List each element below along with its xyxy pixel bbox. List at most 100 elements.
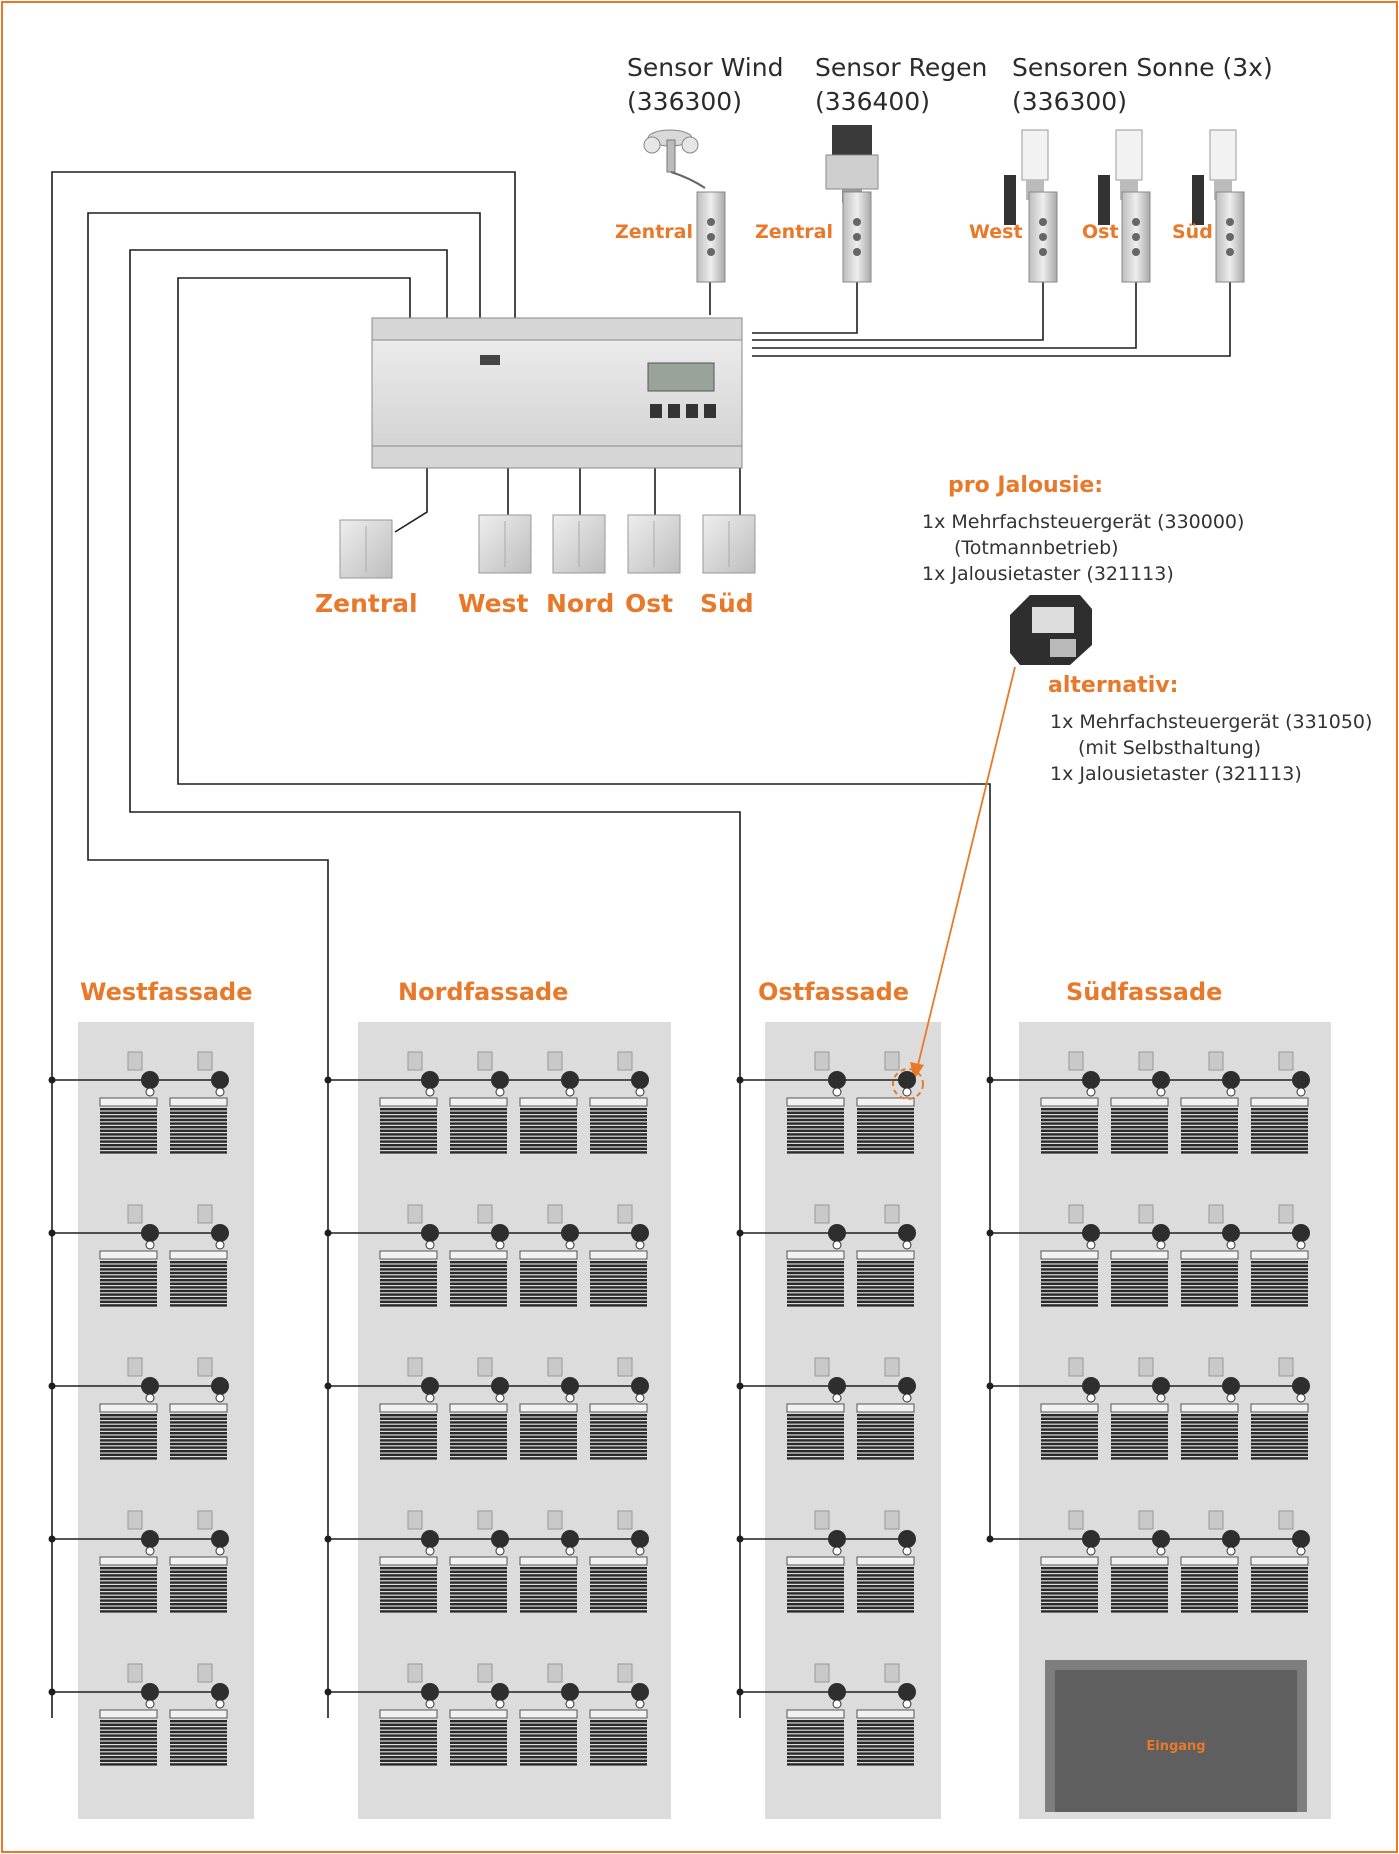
blind-unit	[449, 1204, 509, 1307]
westfassade-title: Westfassade	[80, 978, 253, 1006]
blind-unit	[519, 1510, 579, 1613]
blind-unit	[449, 1510, 509, 1613]
blind-unit	[856, 1510, 916, 1613]
control-module-display	[647, 362, 715, 392]
blind-unit	[1110, 1357, 1170, 1460]
blind-unit	[1250, 1051, 1310, 1154]
blind-unit	[856, 1663, 916, 1766]
alternativ-line-1: 1x Mehrfachsteuergerät (331050)	[1050, 711, 1372, 733]
ostfassade-title: Ostfassade	[758, 978, 909, 1006]
pro-jalousie-line-1: 1x Mehrfachsteuergerät (330000)	[922, 511, 1244, 533]
sensor-location-labels: Zentral Zentral West Ost Süd	[615, 221, 1213, 243]
switch-ost	[627, 514, 681, 574]
blind-unit	[589, 1510, 649, 1613]
sensor-wind-location: Zentral	[615, 221, 693, 243]
entrance-label: Eingang	[1146, 1739, 1205, 1754]
suedfassade-title: Südfassade	[1066, 978, 1222, 1006]
sensor-sun-sued-location: Süd	[1172, 221, 1213, 243]
blind-unit	[99, 1357, 159, 1460]
blind-unit	[99, 1510, 159, 1613]
switch-label-west: West	[458, 589, 529, 618]
entrance: Eingang	[1045, 1660, 1307, 1812]
sensor-sun-code: (336300)	[1012, 87, 1127, 116]
blind-unit	[379, 1510, 439, 1613]
alternativ-line-3: 1x Jalousietaster (321113)	[1050, 763, 1302, 785]
blind-unit	[1180, 1357, 1240, 1460]
control-module	[371, 317, 743, 469]
blind-unit	[519, 1204, 579, 1307]
blind-unit	[589, 1357, 649, 1460]
switch-labels: Zentral West Nord Ost Süd	[315, 589, 754, 618]
blind-unit	[449, 1663, 509, 1766]
wind-sensor-icon	[643, 129, 706, 189]
blind-unit	[786, 1051, 846, 1154]
sensor-sun-ost-location: Ost	[1082, 221, 1119, 243]
blind-unit	[589, 1051, 649, 1154]
switch-label-nord: Nord	[546, 589, 614, 618]
control-unit-icon	[1010, 595, 1092, 665]
switch-zentral	[339, 519, 393, 579]
switch-sued	[702, 514, 756, 574]
alternativ-line-2: (mit Selbsthaltung)	[1078, 737, 1261, 759]
switch-label-sued: Süd	[700, 589, 754, 618]
blind-unit	[1110, 1051, 1170, 1154]
rain-sensor-icon	[825, 125, 879, 203]
pro-jalousie-title: pro Jalousie:	[948, 473, 1103, 498]
blind-unit	[379, 1663, 439, 1766]
alternativ-title: alternativ:	[1048, 673, 1178, 698]
facade-titles: Westfassade Nordfassade Ostfassade Südfa…	[80, 978, 1222, 1006]
switch-label-zentral: Zentral	[315, 589, 418, 618]
switch-west	[478, 514, 532, 574]
nordfassade-panel	[358, 1022, 671, 1819]
blind-unit	[169, 1357, 229, 1460]
blind-unit	[856, 1357, 916, 1460]
switch-nord	[552, 514, 606, 574]
blind-unit	[589, 1204, 649, 1307]
pro-jalousie-line-2: (Totmannbetrieb)	[954, 537, 1119, 559]
nordfassade-title: Nordfassade	[398, 978, 568, 1006]
highlight-circle	[892, 1068, 924, 1100]
sensor-sun-west-location: West	[969, 221, 1023, 243]
sensor-modules	[696, 191, 1245, 283]
blind-units	[48, 1051, 1310, 1766]
blind-unit	[519, 1051, 579, 1154]
blind-unit	[786, 1663, 846, 1766]
blind-unit	[1250, 1510, 1310, 1613]
blind-unit	[856, 1204, 916, 1307]
blind-unit	[1040, 1357, 1100, 1460]
blind-unit	[1040, 1204, 1100, 1307]
blind-unit	[1110, 1204, 1170, 1307]
blind-unit	[1110, 1510, 1170, 1613]
blind-unit	[449, 1357, 509, 1460]
pro-jalousie-line-3: 1x Jalousietaster (321113)	[922, 563, 1174, 585]
blind-unit	[99, 1663, 159, 1766]
blind-unit	[856, 1051, 916, 1154]
blind-unit	[169, 1204, 229, 1307]
blind-unit	[786, 1204, 846, 1307]
blind-unit	[449, 1051, 509, 1154]
blind-unit	[99, 1051, 159, 1154]
blind-unit	[169, 1510, 229, 1613]
blind-unit	[379, 1051, 439, 1154]
blind-unit	[589, 1663, 649, 1766]
sensor-rain-name: Sensor Regen	[815, 53, 987, 82]
blind-unit	[379, 1357, 439, 1460]
wall-switches	[339, 514, 756, 579]
blind-unit	[169, 1051, 229, 1154]
blind-unit	[1180, 1051, 1240, 1154]
blind-unit	[519, 1663, 579, 1766]
switch-label-ost: Ost	[625, 589, 673, 618]
blind-unit	[519, 1357, 579, 1460]
wiring	[51, 171, 1231, 1718]
blind-unit	[169, 1663, 229, 1766]
sensor-sun-name: Sensoren Sonne (3x)	[1012, 53, 1273, 82]
pointer-arrow	[910, 666, 1016, 1080]
blind-unit	[1180, 1204, 1240, 1307]
blind-unit	[786, 1510, 846, 1613]
blind-unit	[379, 1204, 439, 1307]
sensor-labels: Sensor Wind (336300) Sensor Regen (33640…	[627, 53, 1273, 116]
blind-unit	[1040, 1051, 1100, 1154]
sensor-wind-code: (336300)	[627, 87, 742, 116]
